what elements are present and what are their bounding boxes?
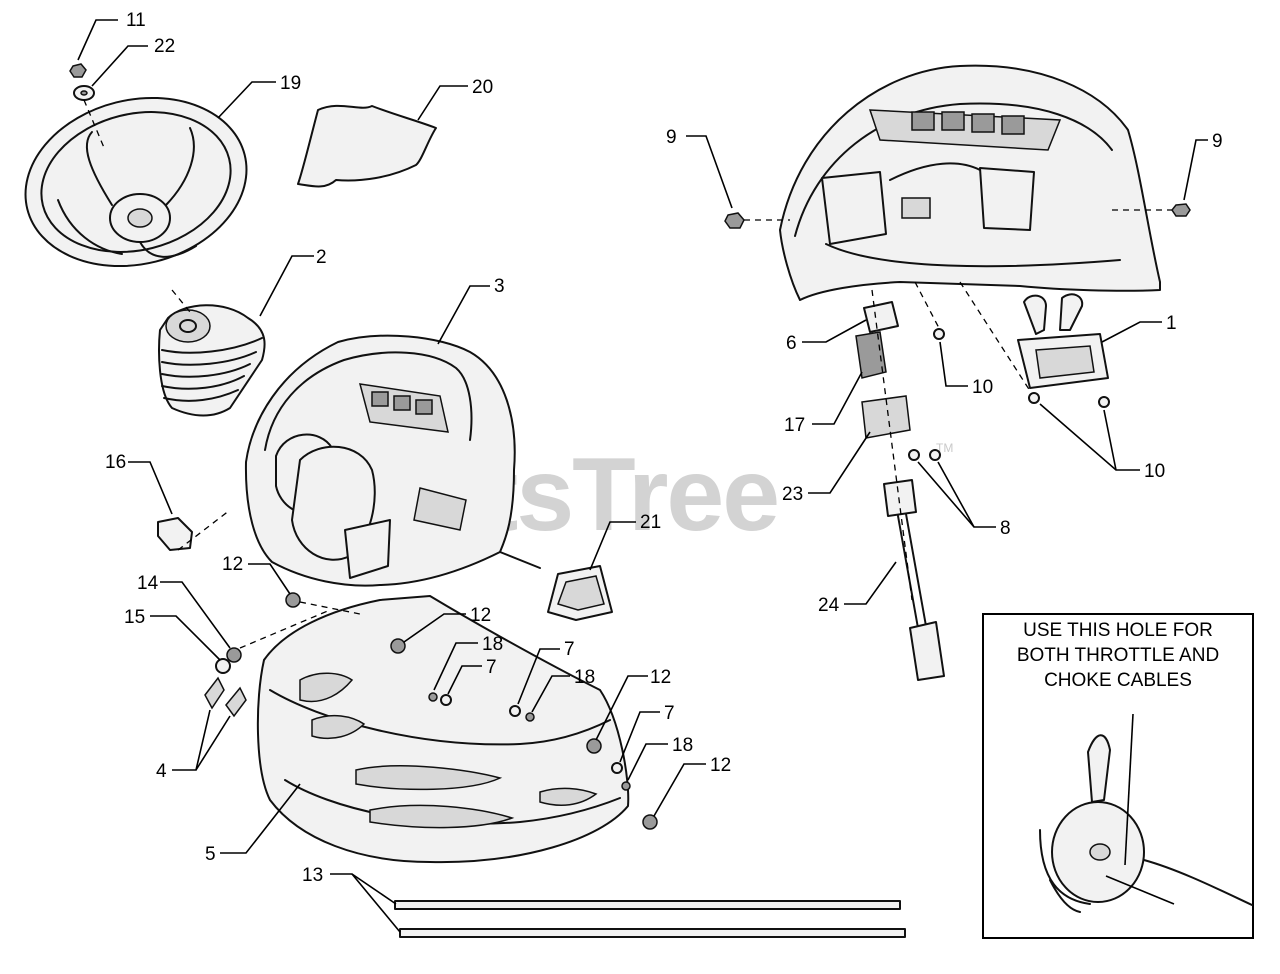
callout-11: 11: [126, 10, 146, 31]
note-line-2: BOTH THROTTLE AND: [1017, 645, 1219, 666]
trim-strips[interactable]: [394, 900, 906, 938]
steering-cover[interactable]: [297, 104, 437, 188]
screws-10a[interactable]: [933, 328, 945, 340]
callout-14: 14: [137, 573, 159, 594]
callout-12a: 12: [222, 554, 243, 575]
callout-19: 19: [280, 73, 301, 94]
note-line-3: CHOKE CABLES: [1044, 670, 1192, 691]
callout-20: 20: [472, 77, 493, 98]
washer-15[interactable]: [215, 658, 231, 674]
throttle-choke-control[interactable]: [1017, 293, 1109, 389]
callout-7c: 7: [664, 703, 675, 724]
bolt-9a[interactable]: [724, 212, 745, 229]
callout-17: 17: [784, 415, 805, 436]
washer-18c[interactable]: [621, 781, 631, 791]
callout-12c: 12: [650, 667, 671, 688]
nut-14[interactable]: [226, 647, 242, 663]
plate-23[interactable]: [861, 395, 911, 439]
callout-2: 2: [316, 247, 327, 268]
steering-boot[interactable]: [158, 304, 266, 417]
callout-7a: 7: [564, 639, 575, 660]
callout-10b: 10: [1144, 461, 1165, 482]
callout-12b: 12: [470, 605, 491, 626]
steering-wheel[interactable]: [7, 75, 264, 288]
lens-21[interactable]: [547, 565, 613, 621]
fastener-12c[interactable]: [586, 738, 602, 754]
callout-16: 16: [105, 452, 126, 473]
callout-22: 22: [154, 36, 175, 57]
fastener-12b[interactable]: [390, 638, 406, 654]
callout-21: 21: [640, 512, 661, 533]
callout-18b: 18: [574, 667, 595, 688]
callout-10a: 10: [972, 377, 993, 398]
bracket-6[interactable]: [863, 301, 899, 333]
washer-18a[interactable]: [428, 692, 438, 702]
screw-7b[interactable]: [509, 705, 521, 717]
callout-4: 4: [156, 761, 167, 782]
dash-panel[interactable]: [244, 334, 541, 587]
fastener-12a[interactable]: [285, 592, 301, 608]
assembly-lines: [83, 99, 1172, 649]
clip-16[interactable]: [157, 517, 193, 551]
hood-front-cover[interactable]: [256, 595, 630, 864]
bolt-9b[interactable]: [1171, 203, 1191, 217]
switch-17[interactable]: [855, 331, 887, 379]
screws-10b[interactable]: [1028, 392, 1110, 408]
harness-24[interactable]: [883, 479, 945, 681]
callout-6: 6: [786, 333, 797, 354]
callout-3: 3: [494, 276, 505, 297]
inset-drawing: [1039, 734, 1253, 913]
callout-9b: 9: [1212, 131, 1223, 152]
pad-4a[interactable]: [204, 676, 225, 710]
callout-12d: 12: [710, 755, 731, 776]
callout-24: 24: [818, 595, 840, 616]
callout-5: 5: [205, 844, 216, 865]
pad-4b[interactable]: [225, 686, 247, 718]
inset-detail: USE THIS HOLE FOR BOTH THROTTLE AND CHOK…: [982, 613, 1254, 939]
steering-washer[interactable]: [73, 85, 95, 101]
dash-housing-rear[interactable]: [779, 64, 1161, 301]
callout-18c: 18: [672, 735, 693, 756]
fastener-12d[interactable]: [642, 814, 658, 830]
callout-labels: 11 22 19 20 2 3 16 21 12 14 15 12 18 7 7…: [105, 10, 1223, 886]
watermark-trademark: TM: [936, 441, 953, 455]
steering-nut[interactable]: [69, 63, 87, 78]
callout-18a: 18: [482, 634, 503, 655]
screw-7c[interactable]: [611, 762, 623, 774]
leader-lines: [77, 19, 1208, 933]
washer-18b[interactable]: [525, 712, 535, 722]
screw-7a[interactable]: [440, 694, 452, 706]
callout-23: 23: [782, 484, 803, 505]
callout-8: 8: [1000, 518, 1011, 539]
callout-1: 1: [1166, 313, 1177, 334]
callout-15: 15: [124, 607, 145, 628]
callout-9a: 9: [666, 127, 677, 148]
callout-13: 13: [302, 865, 323, 886]
callout-7b: 7: [486, 657, 497, 678]
note-line-1: USE THIS HOLE FOR: [1023, 620, 1213, 641]
screws-8[interactable]: [908, 449, 941, 461]
